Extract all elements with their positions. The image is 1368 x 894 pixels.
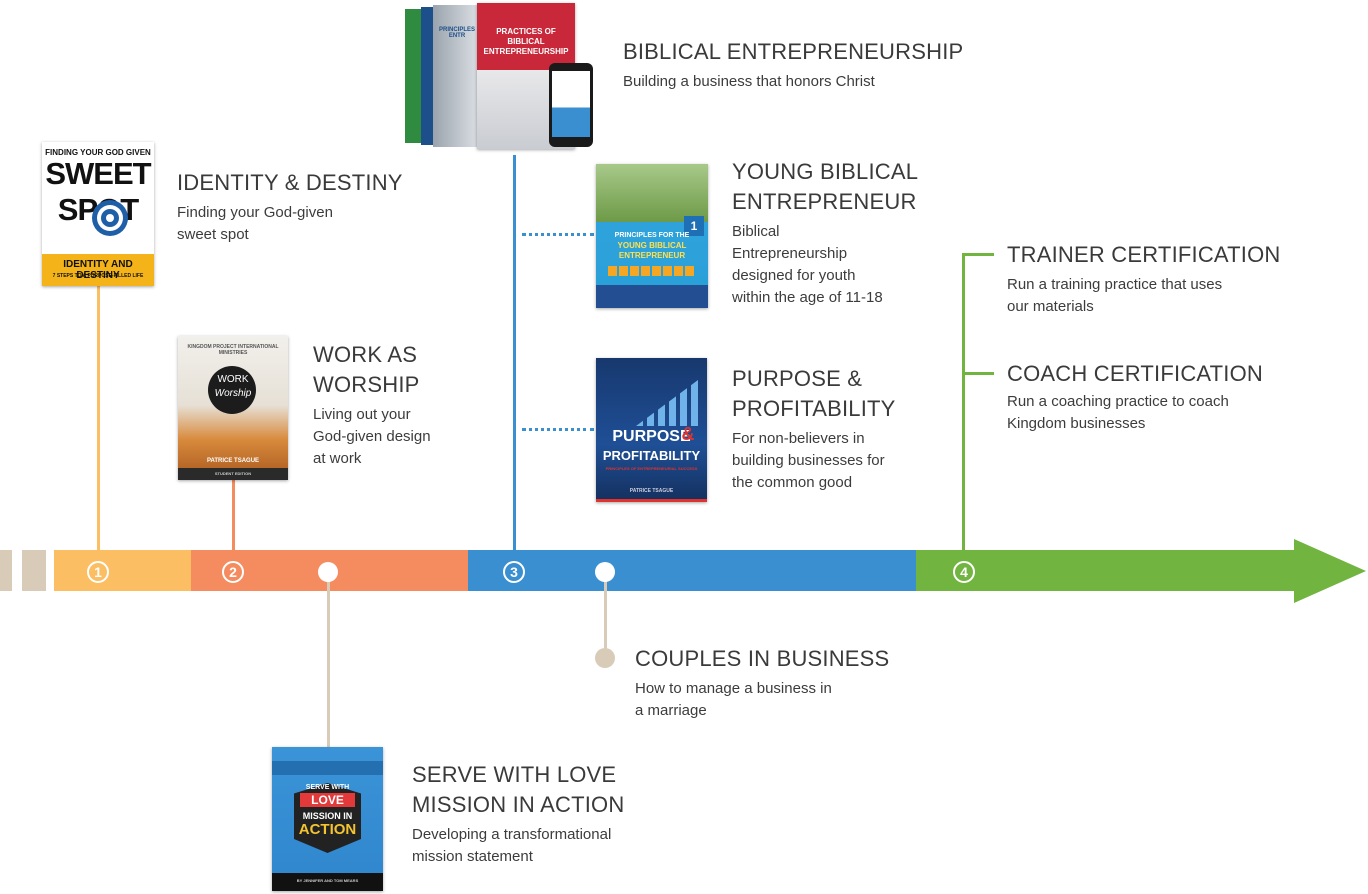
cover-purpose-line1: PURPOSE xyxy=(612,428,691,445)
milestone-biblical: BIBLICAL ENTREPRENEURSHIP Building a bus… xyxy=(623,37,983,93)
timeline-start-block-1 xyxy=(0,550,12,591)
cover-young-icons xyxy=(608,266,696,276)
milestone-young-desc: Biblical Entrepreneurship designed for y… xyxy=(732,223,883,306)
cover-work-worship-edition: STUDENT EDITION xyxy=(214,471,252,476)
milestone-work-worship-desc: Living out your God-given design at work xyxy=(313,406,431,467)
milestone-couples: COUPLES IN BUSINESS How to manage a busi… xyxy=(635,644,915,722)
bracket-coach xyxy=(962,372,994,375)
timeline-segment-1 xyxy=(54,550,191,591)
connector-couples xyxy=(604,580,607,658)
milestone-couples-title: COUPLES IN BUSINESS xyxy=(635,646,890,671)
cover-sweet-spot[interactable]: FINDING YOUR GOD GIVEN SWEET SPOT IDENTI… xyxy=(42,142,154,286)
milestone-young-title: YOUNG BIBLICAL ENTREPRENEUR xyxy=(732,159,919,214)
box-grey xyxy=(433,5,481,147)
connector-serve-love xyxy=(327,580,330,748)
cover-serve-love-ribbon xyxy=(300,793,355,807)
cover-young-badge: 1 xyxy=(684,216,704,236)
couples-end-dot xyxy=(595,648,615,668)
cover-work-worship-top: KINGDOM PROJECT INTERNATIONAL MINISTRIES xyxy=(187,344,279,356)
milestone-serve-love: SERVE WITH LOVE MISSION IN ACTION Develo… xyxy=(412,760,672,868)
cover-work-worship-circle xyxy=(208,366,256,414)
cover-sweet-spot-top: FINDING YOUR GOD GIVEN xyxy=(45,148,151,157)
dotted-link-purpose xyxy=(522,428,594,431)
cover-young-line2: YOUNG BIBLICAL xyxy=(617,241,687,250)
cover-sweet-spot-tag: 7 STEPS TO A PURPOSE-FILLED LIFE xyxy=(52,273,144,279)
milestone-serve-love-title: SERVE WITH LOVE MISSION IN ACTION xyxy=(412,762,625,817)
milestone-dot-serve[interactable] xyxy=(318,562,338,582)
milestone-coach-desc: Run a coaching practice to coach Kingdom… xyxy=(1007,393,1229,432)
cover-young[interactable]: 1 PRINCIPLES FOR THE YOUNG BIBLICAL ENTR… xyxy=(596,164,708,308)
milestone-biblical-title: BIBLICAL ENTREPRENEURSHIP xyxy=(623,39,964,64)
bracket-trainer xyxy=(962,253,994,256)
target-icon xyxy=(92,200,128,236)
milestone-identity-desc: Finding your God-given sweet spot xyxy=(177,204,333,243)
cover-work-worship-big1: WORK xyxy=(217,374,249,385)
box-front-title: PRACTICES OF BIBLICAL ENTREPRENEURSHIP xyxy=(483,27,569,56)
cover-purpose[interactable]: PURPOSE & PROFITABILITY PRINCIPLES OF EN… xyxy=(596,358,707,502)
cover-work-worship-footer xyxy=(178,468,288,480)
connector-certification xyxy=(962,253,965,562)
box-spine-green xyxy=(405,9,421,143)
cover-young-line1: PRINCIPLES FOR THE xyxy=(614,232,690,239)
connector-identity xyxy=(97,286,100,562)
cover-purpose-line2: PROFITABILITY xyxy=(602,448,701,463)
milestone-marker-3[interactable]: 3 xyxy=(503,561,525,583)
connector-biblical xyxy=(513,155,516,562)
cover-purpose-stripe xyxy=(596,499,707,502)
milestone-purpose-title: PURPOSE & PROFITABILITY xyxy=(732,366,896,421)
milestone-marker-2[interactable]: 2 xyxy=(222,561,244,583)
cover-serve-love[interactable]: SERVE WITH LOVE MISSION IN ACTION BY JEN… xyxy=(272,747,383,891)
connector-work-worship xyxy=(232,480,235,562)
dotted-link-young xyxy=(522,233,594,236)
timeline-segment-4 xyxy=(916,550,1296,591)
cover-purpose-author: PATRICE TSAGUE xyxy=(629,488,674,494)
milestone-coach-title: COACH CERTIFICATION xyxy=(1007,361,1263,386)
milestone-marker-1[interactable]: 1 xyxy=(87,561,109,583)
milestone-coach: COACH CERTIFICATION Run a coaching pract… xyxy=(1007,359,1307,435)
timeline-arrowhead xyxy=(1294,539,1366,603)
milestone-work-worship-title: WORK AS WORSHIP xyxy=(313,342,420,397)
cover-serve-love-line2: LOVE xyxy=(311,793,344,807)
milestone-purpose-desc: For non-believers in building businesses… xyxy=(732,430,885,491)
timeline-start-block-2 xyxy=(22,550,46,591)
milestone-purpose: PURPOSE & PROFITABILITY For non-believer… xyxy=(732,364,942,494)
cover-purpose-bars xyxy=(636,380,698,426)
cover-serve-love-authors: BY JENNIFER AND TOM MEARS xyxy=(296,878,359,883)
milestone-trainer-title: TRAINER CERTIFICATION xyxy=(1007,242,1281,267)
milestone-work-worship: WORK AS WORSHIP Living out your God-give… xyxy=(313,340,483,470)
cover-serve-love-line1: SERVE WITH xyxy=(305,784,350,791)
milestone-trainer-desc: Run a training practice that uses our ma… xyxy=(1007,276,1223,315)
cover-practices-set[interactable]: PRINCIPLES ENTR PRACTICES OF BIBLICAL EN… xyxy=(393,3,603,155)
cover-serve-love-footer xyxy=(272,873,383,891)
milestone-identity: IDENTITY & DESTINY Finding your God-give… xyxy=(177,168,437,246)
cover-serve-love-line4: ACTION xyxy=(298,821,357,838)
timeline-segment-3 xyxy=(468,550,917,591)
milestone-identity-title: IDENTITY & DESTINY xyxy=(177,170,403,195)
cover-sweet-spot-sub: IDENTITY AND DESTINY xyxy=(63,259,133,281)
cover-work-worship[interactable]: KINGDOM PROJECT INTERNATIONAL MINISTRIES… xyxy=(178,336,288,480)
milestone-marker-4[interactable]: 4 xyxy=(953,561,975,583)
cover-purpose-sub: PRINCIPLES OF ENTREPRENEURIAL SUCCESS xyxy=(605,466,698,471)
milestone-trainer: TRAINER CERTIFICATION Run a training pra… xyxy=(1007,240,1307,318)
milestone-dot-couples[interactable] xyxy=(595,562,615,582)
cover-sweet-spot-band xyxy=(42,254,154,286)
cover-work-worship-big2: Worship xyxy=(214,388,252,399)
milestone-young: YOUNG BIBLICAL ENTREPRENEUR Biblical Ent… xyxy=(732,157,942,309)
cover-sweet-spot-big1: SWEET xyxy=(45,156,151,191)
milestone-serve-love-desc: Developing a transformational mission st… xyxy=(412,826,612,865)
phone-screen xyxy=(552,71,590,137)
milestone-couples-desc: How to manage a business in a marriage xyxy=(635,680,832,719)
milestone-biblical-desc: Building a business that honors Christ xyxy=(623,73,875,90)
cover-purpose-amp: & xyxy=(681,424,695,444)
cover-work-worship-author: PATRICE TSAGUE xyxy=(206,458,260,464)
box-grey-label: PRINCIPLES ENTR xyxy=(438,27,475,39)
cover-serve-love-line3: MISSION IN xyxy=(302,811,353,821)
cover-serve-love-skyline xyxy=(272,761,383,775)
cover-young-line3: ENTREPRENEUR xyxy=(618,251,686,260)
cover-young-photo xyxy=(596,164,708,222)
phone-icon xyxy=(549,63,593,147)
